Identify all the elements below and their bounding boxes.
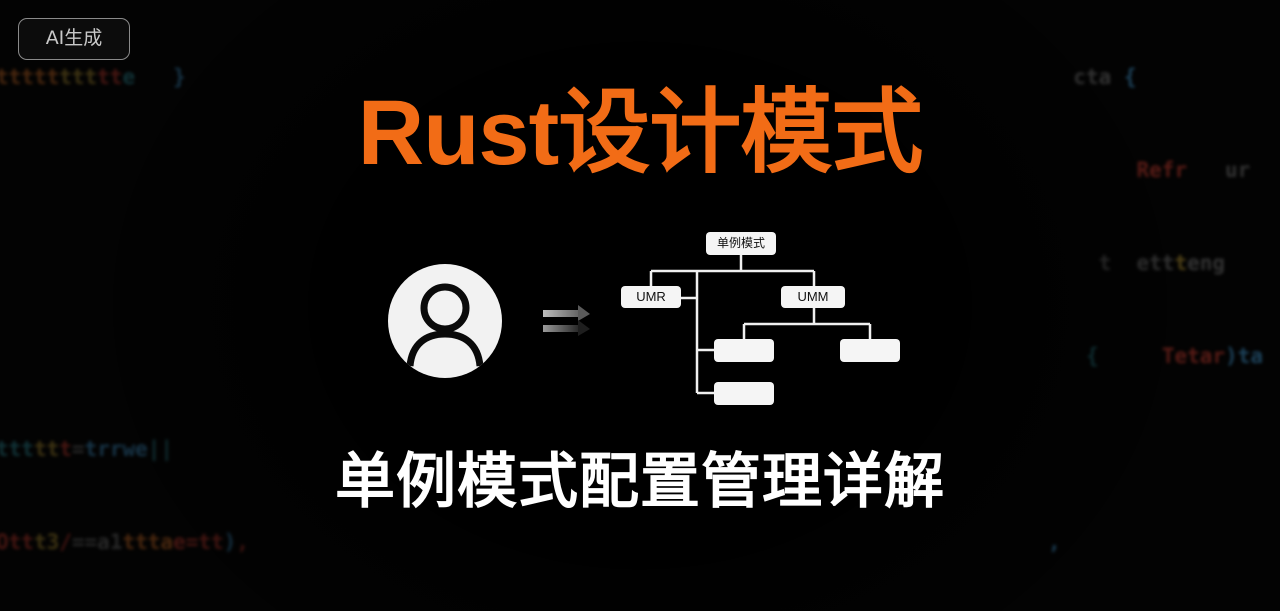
connector-lines — [649, 255, 872, 395]
user-avatar-icon — [388, 264, 502, 378]
diagram-node-root: 单例模式 — [706, 232, 776, 255]
page-title: Rust设计模式 — [357, 82, 923, 184]
ai-generated-badge: AI生成 — [18, 18, 130, 60]
person-silhouette-icon — [406, 283, 484, 367]
diagram-node-empty — [714, 339, 774, 362]
diagram-node-empty — [840, 339, 900, 362]
diagram-node-umr: UMR — [621, 286, 681, 308]
diagram-node-empty — [714, 382, 774, 405]
singleton-hierarchy-diagram: 单例模式 UMR UMM — [600, 220, 920, 420]
page-subtitle: 单例模式配置管理详解 — [335, 448, 945, 515]
double-right-arrow-icon — [540, 304, 596, 348]
diagram-node-umm: UMM — [781, 286, 845, 308]
